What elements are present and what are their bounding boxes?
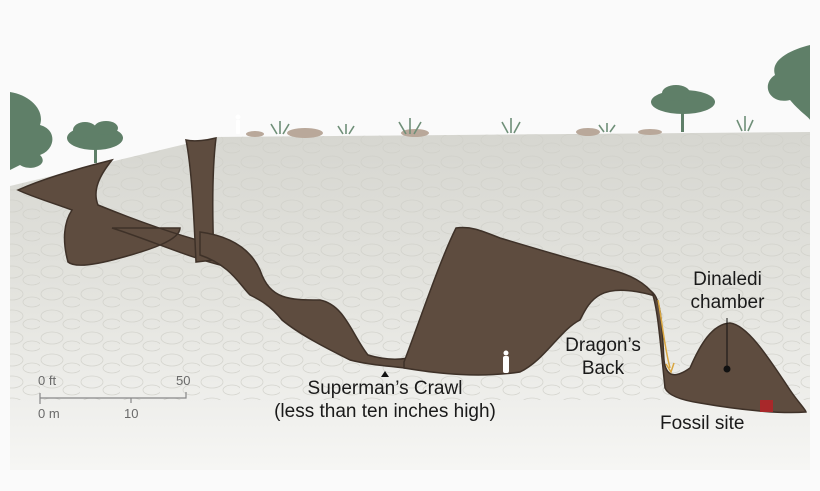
crawl-marker-icon — [381, 371, 389, 377]
grass-tufts — [270, 116, 754, 135]
fossil-site-marker — [760, 400, 773, 412]
label-dragons-back: Dragon’s Back — [553, 334, 653, 380]
label-supermans-crawl: Superman’s Crawl (less than ten inches h… — [260, 377, 510, 423]
dragons-back-line1: Dragon’s — [565, 335, 641, 356]
route-arrowhead — [665, 362, 675, 374]
scale-m-mid: 10 — [124, 406, 139, 421]
scale-ft-end: 50 — [176, 373, 191, 388]
supermans-crawl-title: Superman’s Crawl — [307, 378, 463, 399]
dinaledi-line1: Dinaledi — [693, 269, 762, 290]
scale-ft-start: 0 ft — [38, 373, 57, 388]
dragons-back-line2: Back — [581, 358, 625, 379]
scale-m-start: 0 m — [38, 406, 60, 421]
cave-passages — [16, 137, 807, 414]
dinaledi-pointer-dot — [723, 365, 731, 373]
route-arrow — [657, 299, 671, 369]
label-dinaledi-chamber: Dinaledi chamber — [680, 268, 775, 314]
label-fossil-site: Fossil site — [660, 413, 745, 434]
tree-icon — [10, 45, 810, 170]
person-silhouette-cave — [503, 350, 509, 373]
dinaledi-line2: chamber — [690, 292, 765, 313]
supermans-crawl-note: (less than ten inches high) — [274, 401, 496, 422]
scale-bar — [39, 392, 187, 404]
person-silhouette-surface — [235, 114, 241, 134]
